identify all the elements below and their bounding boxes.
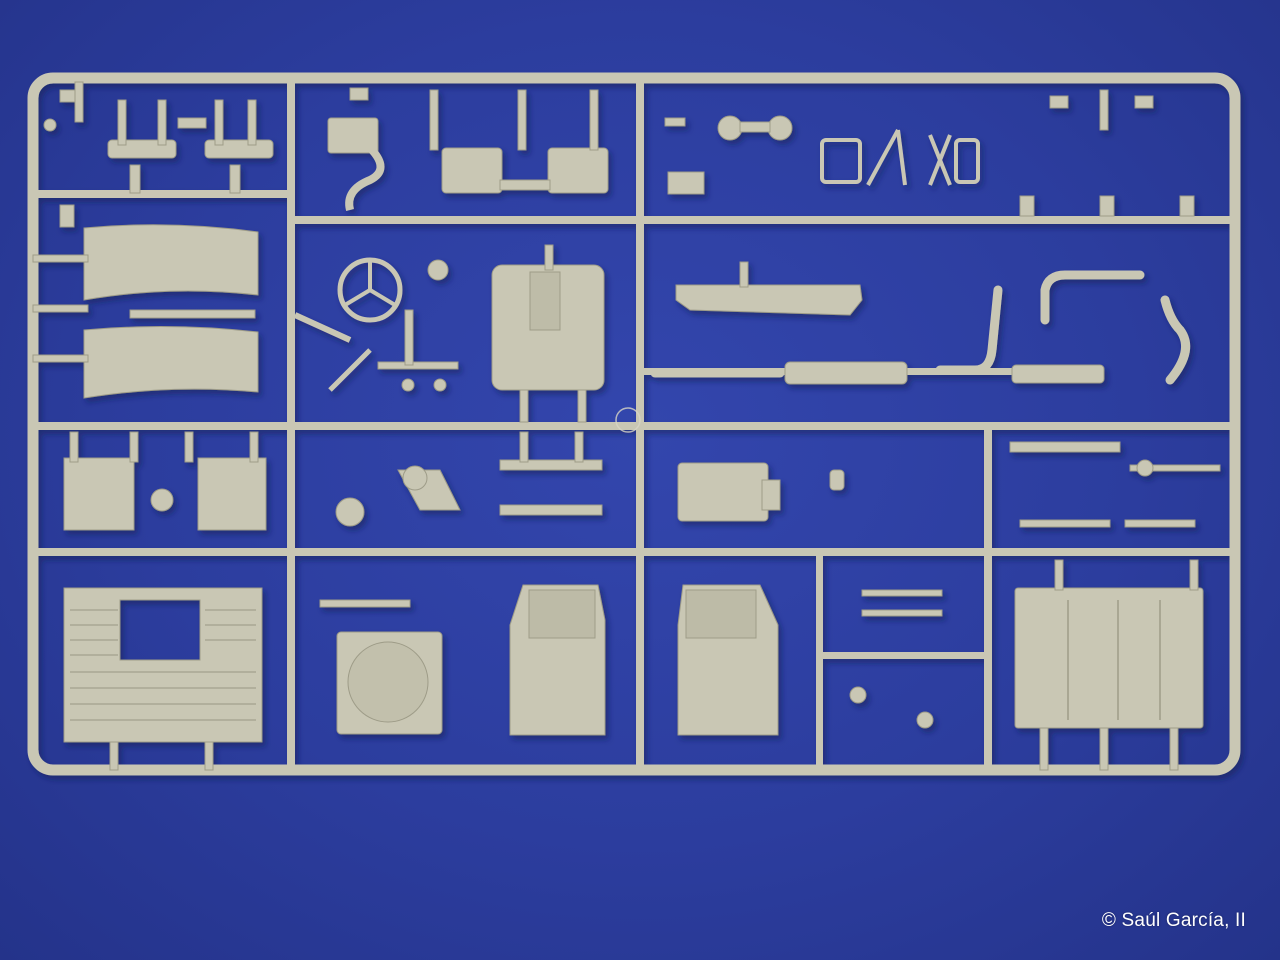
headlights — [664, 115, 793, 195]
side-panels — [32, 224, 259, 399]
console-panel — [491, 244, 605, 423]
muffler — [784, 361, 1105, 385]
hatch-panels — [63, 431, 267, 531]
grille-panel — [63, 587, 263, 771]
axle-parts — [829, 441, 1221, 528]
ladder-frames — [820, 129, 980, 186]
chassis-tray — [675, 261, 863, 316]
seat-frames — [327, 87, 609, 211]
levers — [328, 309, 459, 392]
sprue-tab — [615, 407, 641, 433]
rear-panel — [1014, 587, 1204, 771]
steering-wheel — [293, 257, 449, 343]
attachment-gates — [59, 89, 1199, 591]
linkage-rods — [849, 589, 943, 729]
copyright-watermark: © Saúl García, II — [1101, 910, 1246, 931]
rail-parts — [335, 431, 603, 527]
battery-box — [677, 462, 781, 522]
exhaust-pipe — [650, 270, 1191, 385]
cab-door-left — [509, 584, 606, 736]
seat-parts — [43, 81, 274, 194]
spare-wheel-plate — [319, 599, 443, 735]
cab-door-right — [677, 584, 779, 736]
